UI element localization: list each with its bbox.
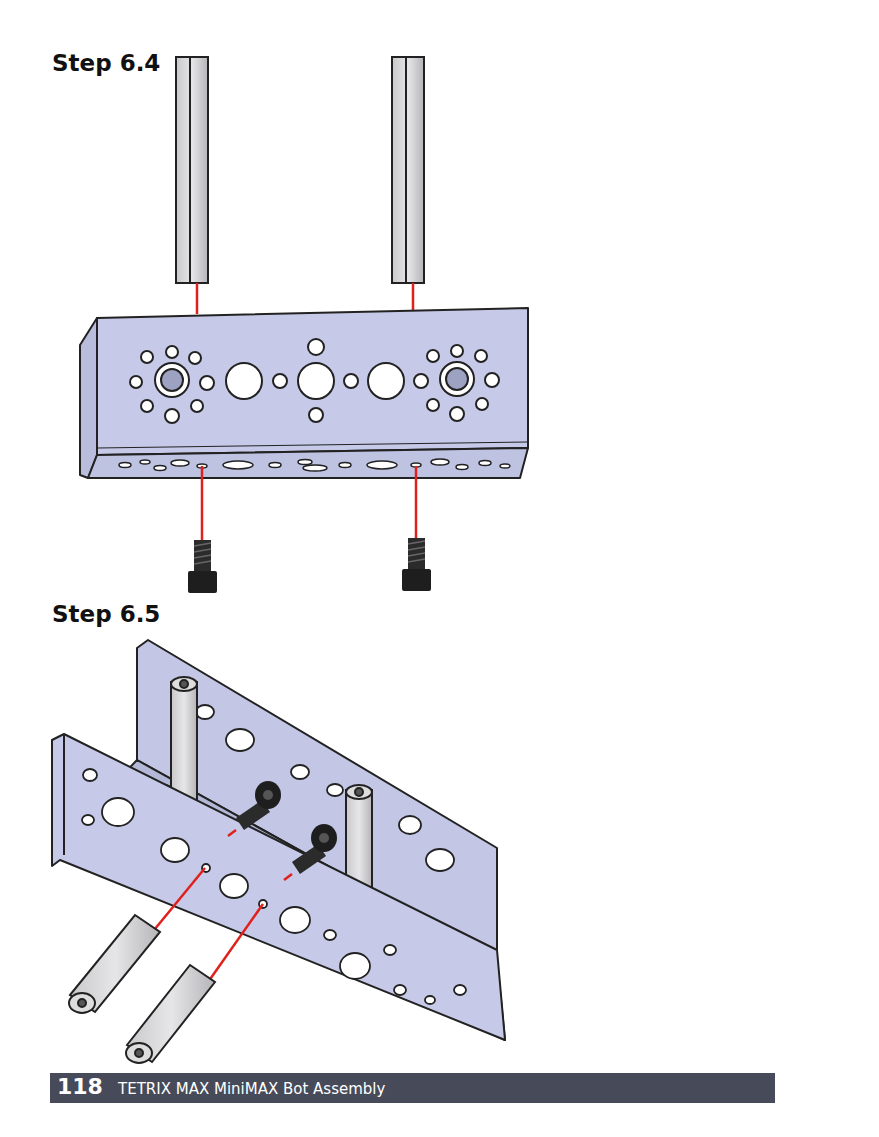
page-number: 118 [57, 1074, 103, 1099]
screw [188, 538, 431, 593]
hole [82, 769, 466, 1004]
footer-title: TETRIX MAX MiniMAX Bot Assembly [118, 1080, 385, 1098]
standoff [69, 915, 215, 1063]
footer-bar [50, 1073, 775, 1103]
guide-line [202, 466, 416, 542]
channel [52, 734, 505, 1040]
standoff [176, 57, 424, 283]
guide-line [197, 283, 413, 314]
channel [80, 308, 528, 478]
guide-line [150, 830, 292, 985]
step-heading: Step 6.5 [52, 601, 160, 627]
hole [119, 459, 510, 471]
step-heading: Step 6.4 [52, 50, 160, 76]
hole [130, 339, 499, 423]
screw [236, 781, 337, 874]
